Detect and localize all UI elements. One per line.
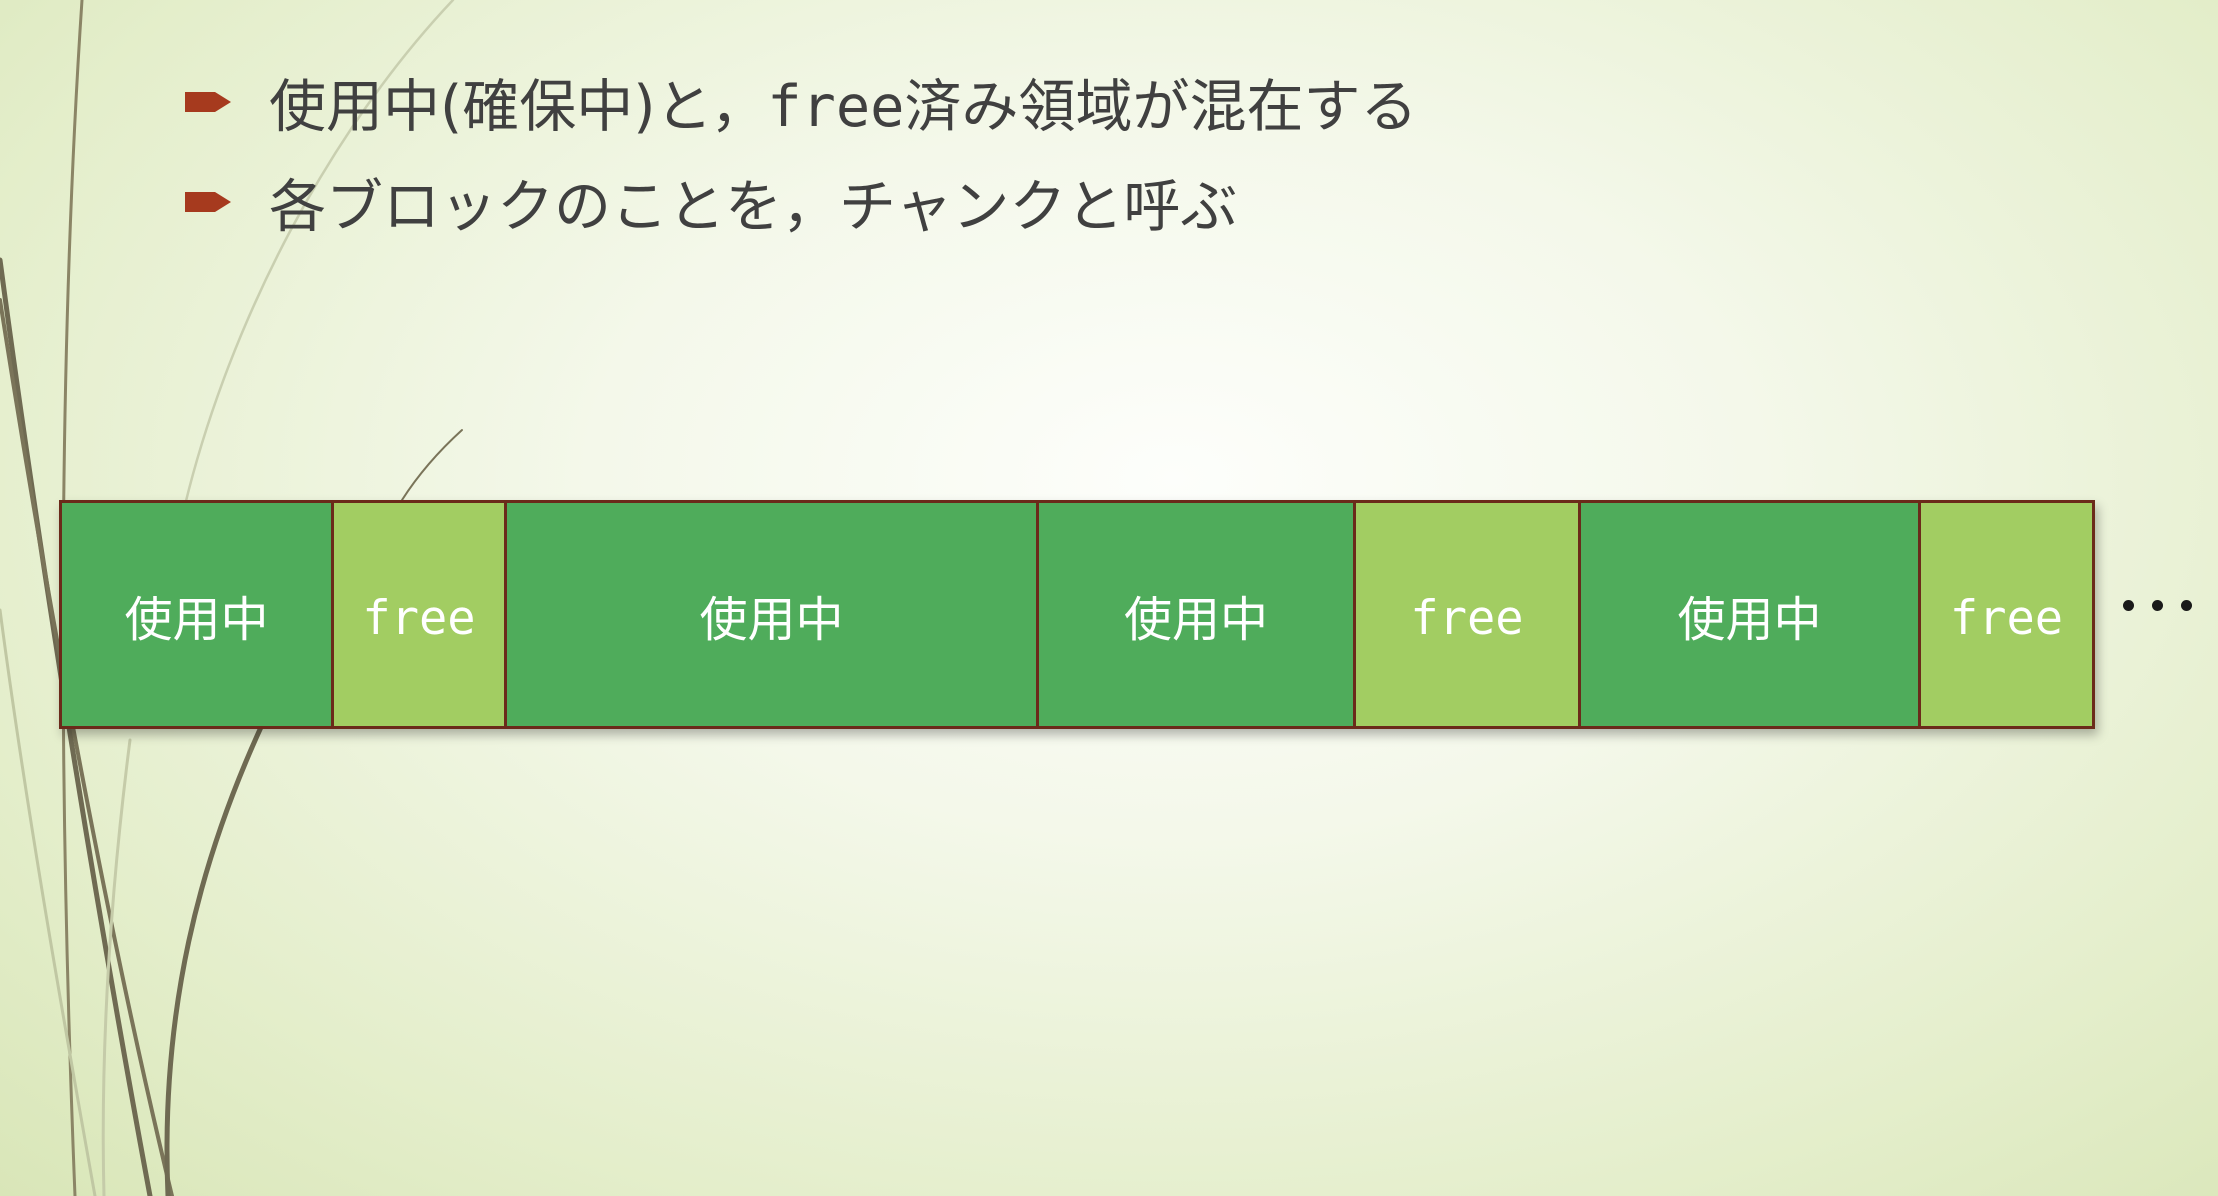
- ellipsis-icon: [2123, 600, 2192, 611]
- bullet-text-after: 済み領域が混在する: [904, 74, 1418, 140]
- bullet-item: 各ブロックのことを，チャンクと呼ぶ: [185, 152, 1417, 252]
- chunk-used: 使用中: [62, 503, 334, 726]
- arrow-bullet-icon: [185, 192, 231, 212]
- bullet-list: 使用中(確保中)と，free済み領域が混在する 各ブロックのことを，チャンクと呼…: [185, 52, 1417, 252]
- chunk-free: free: [334, 503, 507, 726]
- bullet-text: 使用中(確保中)と，free済み領域が混在する: [269, 61, 1417, 143]
- chunk-used: 使用中: [1581, 503, 1921, 726]
- bullet-item: 使用中(確保中)と，free済み領域が混在する: [185, 52, 1417, 152]
- ellipsis-dot: [2123, 600, 2134, 611]
- ellipsis-dot: [2181, 600, 2192, 611]
- ellipsis-dot: [2152, 600, 2163, 611]
- chunk-used: 使用中: [1039, 503, 1356, 726]
- bullet-text: 各ブロックのことを，チャンクと呼ぶ: [269, 174, 1238, 240]
- bullet-code-free: free: [767, 74, 905, 140]
- chunk-used: 使用中: [507, 503, 1039, 726]
- arrow-bullet-icon: [185, 92, 231, 112]
- bullet-text-before: 使用中(確保中)と，: [269, 74, 768, 140]
- chunk-free: free: [1921, 503, 2092, 726]
- memory-block-diagram: 使用中 free 使用中 使用中 free 使用中 free: [59, 500, 2095, 729]
- chunk-free: free: [1356, 503, 1581, 726]
